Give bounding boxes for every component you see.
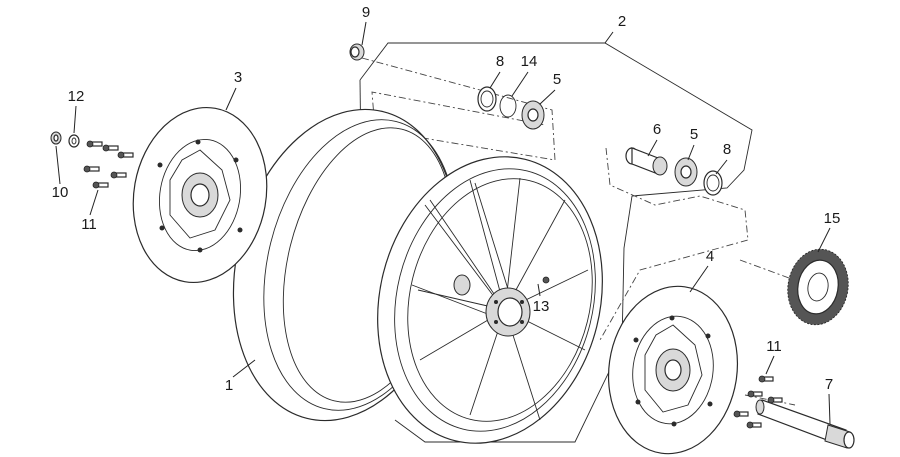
callout-c8b: 8 [723, 141, 731, 158]
brake-disc-right [607, 285, 739, 455]
callout-c15: 15 [824, 210, 841, 227]
bearing-left [521, 100, 545, 130]
abs-tone-ring [787, 248, 849, 326]
callout-c2: 2 [618, 13, 626, 30]
callout-c14: 14 [521, 53, 538, 70]
seal-ring-left [477, 86, 497, 112]
circlip [499, 94, 517, 118]
spacer-tube [625, 147, 668, 176]
callout-c13: 13 [533, 298, 550, 315]
nut-left [50, 131, 62, 145]
disc-bolts-right [733, 375, 783, 429]
hub-fitting [542, 276, 550, 284]
callout-c4: 4 [706, 248, 714, 265]
callout-c7: 7 [825, 376, 833, 393]
leader-lines [55, 21, 831, 425]
wheel-axle [755, 399, 855, 449]
seal-ring-right [703, 170, 723, 196]
callout-c10: 10 [52, 184, 69, 201]
washer-left [68, 134, 80, 148]
callout-c5a: 5 [553, 71, 561, 88]
callout-c11b: 11 [766, 338, 782, 355]
callout-c3: 3 [234, 69, 242, 86]
callout-c12: 12 [68, 88, 85, 105]
disc-bolts-left [83, 140, 134, 189]
callout-c5b: 5 [690, 126, 698, 143]
spacer-cap [349, 43, 365, 61]
wheel-rim [377, 156, 603, 444]
callout-c1: 1 [225, 377, 233, 394]
callout-c11a: 11 [81, 216, 97, 233]
brake-disc-left [132, 106, 268, 284]
callout-c6: 6 [653, 121, 661, 138]
valve-boss [453, 274, 471, 296]
callout-c9: 9 [362, 4, 370, 21]
callout-c8a: 8 [496, 53, 504, 70]
bearing-right [674, 157, 698, 187]
wheel-hub [485, 287, 531, 337]
